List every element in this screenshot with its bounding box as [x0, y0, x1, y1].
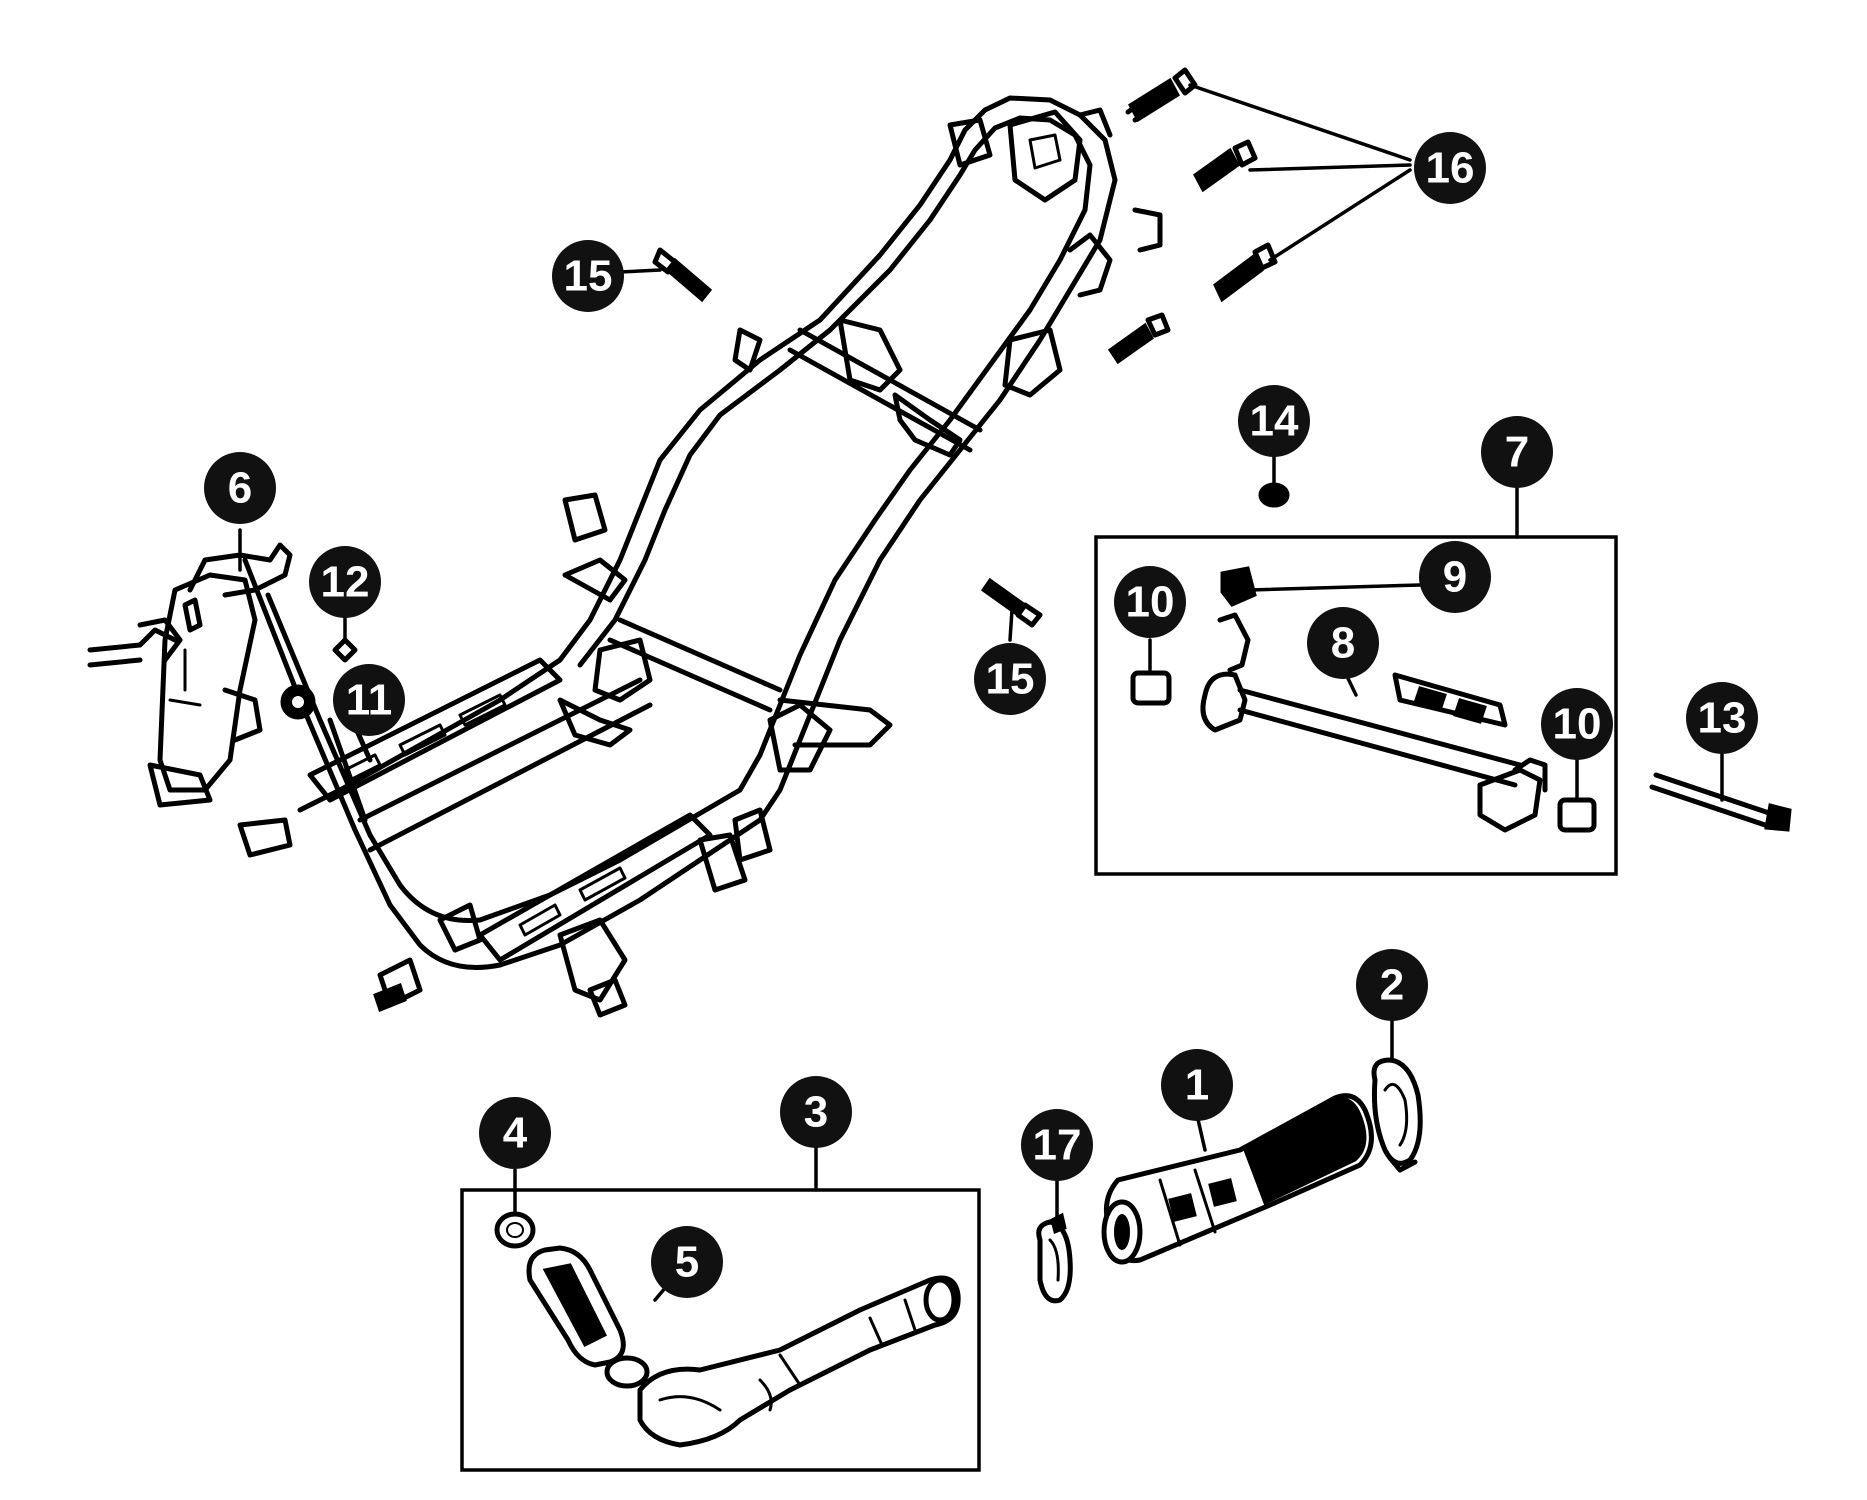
svg-text:11: 11 [346, 676, 393, 725]
main-frame [87, 95, 1163, 1018]
callout-9: 9 [1419, 541, 1491, 613]
leader-15b [1008, 608, 1014, 642]
group-box-7 [1094, 535, 1618, 876]
callout-2: 2 [1356, 949, 1428, 1021]
part-3-pipe [637, 1275, 961, 1448]
part-2-clamp [1371, 1057, 1423, 1173]
svg-text:8: 8 [1331, 619, 1355, 668]
svg-text:2: 2 [1380, 961, 1404, 1010]
part-16-bolts [1107, 67, 1278, 365]
svg-text:10: 10 [1553, 700, 1602, 749]
part-10-bumper-left [1130, 670, 1172, 706]
part-9-stopper [1220, 566, 1257, 607]
callout-5: 5 [651, 1226, 723, 1298]
svg-text:4: 4 [503, 1109, 528, 1158]
svg-text:12: 12 [321, 558, 370, 607]
svg-text:7: 7 [1505, 428, 1529, 477]
svg-text:15: 15 [564, 252, 613, 301]
svg-text:16: 16 [1426, 144, 1475, 193]
part-1-intake-boot [1101, 1093, 1374, 1265]
callout-12: 12 [309, 546, 381, 618]
svg-text:1: 1 [1185, 1061, 1209, 1110]
leader-16c [1268, 168, 1412, 262]
svg-text:10: 10 [1126, 578, 1175, 627]
svg-text:17: 17 [1033, 1121, 1082, 1170]
callout-7: 7 [1481, 416, 1553, 488]
callout-4: 4 [479, 1097, 551, 1169]
svg-text:13: 13 [1698, 694, 1747, 743]
leader-15a [618, 268, 662, 274]
callout-1: 1 [1161, 1049, 1233, 1121]
leader-16b [1248, 163, 1412, 172]
part-10-bumper-right [1557, 797, 1597, 833]
callout-14: 14 [1238, 385, 1310, 457]
svg-text:9: 9 [1443, 553, 1467, 602]
leader-16a [1188, 83, 1412, 162]
svg-text:15: 15 [986, 655, 1035, 704]
svg-text:5: 5 [675, 1238, 699, 1287]
group-box-3 [460, 1188, 981, 1472]
callout-15-upper: 15 [552, 240, 624, 312]
svg-text:6: 6 [228, 464, 252, 513]
part-8-main-stand [1200, 612, 1548, 833]
callout-10-left: 10 [1114, 566, 1186, 638]
callout-3: 3 [780, 1076, 852, 1148]
leader-9 [1248, 583, 1422, 592]
callout-15-lower: 15 [974, 643, 1046, 715]
part-14-nut [1258, 482, 1290, 508]
svg-text:14: 14 [1250, 397, 1299, 446]
callout-10-right: 10 [1541, 688, 1613, 760]
part-17-small-clamp [1036, 1212, 1073, 1304]
part-5-sleeve [526, 1245, 650, 1389]
part-15-bolt-upper [652, 247, 713, 303]
callout-17: 17 [1021, 1109, 1093, 1181]
part-13-stand-bolt [1649, 772, 1792, 832]
part-12-pin [332, 637, 358, 663]
callout-6: 6 [204, 452, 276, 524]
callout-13: 13 [1686, 682, 1758, 754]
svg-text:3: 3 [804, 1088, 828, 1137]
part-4-ring [494, 1211, 536, 1249]
callout-16: 16 [1414, 132, 1486, 204]
callout-8: 8 [1307, 607, 1379, 679]
callout-11: 11 [333, 664, 405, 736]
part-15-bolt-lower [980, 577, 1043, 628]
part-11-washer [280, 684, 316, 720]
